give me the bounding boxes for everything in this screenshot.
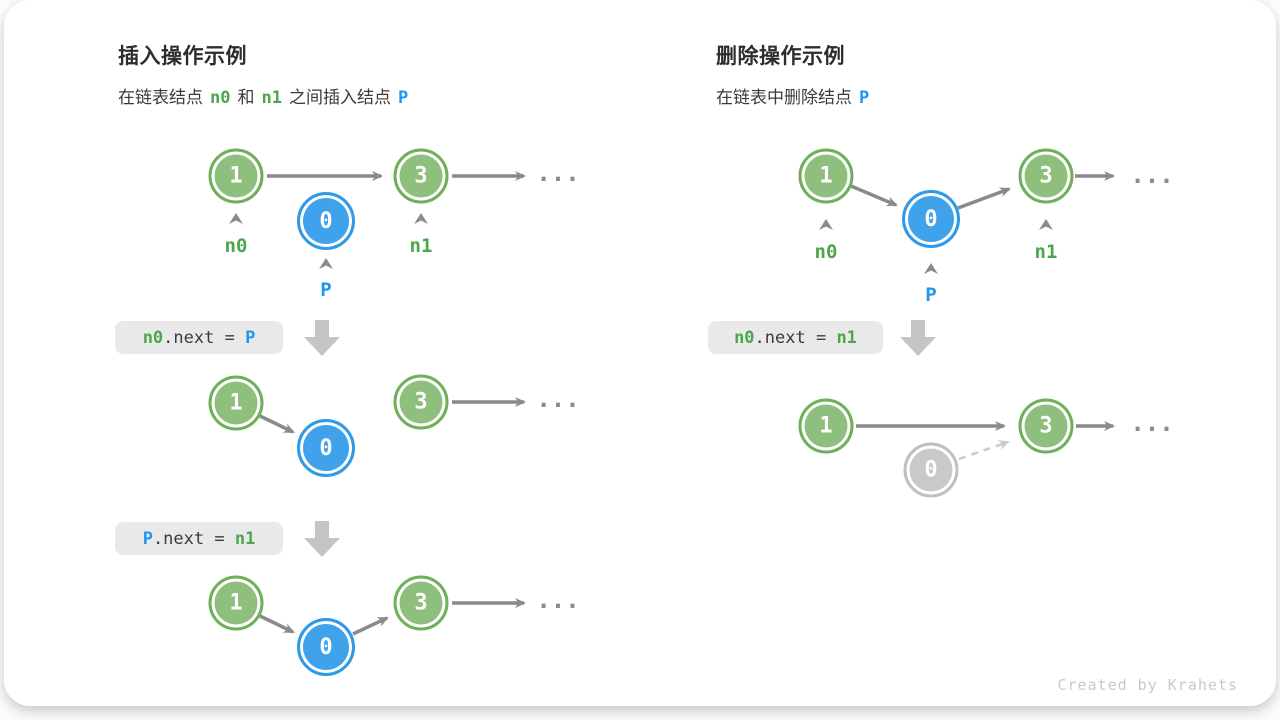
linked-list-node: 0 — [902, 190, 960, 248]
code-op: .next = — [754, 327, 837, 348]
linked-list-node: 3 — [393, 374, 449, 430]
insert-title: 插入操作示例 — [118, 45, 247, 68]
pointer-label-p: P — [925, 284, 937, 306]
pointer-label-p: P — [320, 279, 332, 301]
delete-title: 删除操作示例 — [716, 45, 845, 68]
pointer-label-n1: n1 — [409, 235, 433, 257]
code-token-n1: n1 — [261, 88, 282, 108]
linked-list-node: 3 — [393, 148, 449, 204]
ellipsis: ... — [536, 385, 580, 414]
ellipsis: ... — [1130, 161, 1174, 190]
code-var: n1 — [234, 528, 256, 549]
linked-list-node: 3 — [393, 575, 449, 631]
ellipsis: ... — [536, 159, 580, 188]
code-op: .next = — [152, 528, 235, 549]
linked-list-node: 1 — [208, 148, 264, 204]
code-label: n0.next = n1 — [708, 321, 883, 354]
code-var: P — [245, 327, 256, 348]
code-token-n0: n0 — [210, 88, 231, 108]
watermark: Created by Krahets — [1057, 676, 1238, 694]
delete-subtitle: 在链表中删除结点 P — [716, 83, 876, 108]
linked-list-node: 0 — [297, 192, 355, 250]
code-var: P — [142, 528, 153, 549]
code-var: n0 — [142, 327, 164, 348]
code-label: n0.next = P — [115, 321, 283, 354]
code-var: n1 — [836, 327, 857, 348]
ellipsis: ... — [536, 586, 580, 615]
subtitle-text: 和 — [237, 88, 255, 107]
code-label: P.next = n1 — [115, 522, 283, 555]
linked-list-node: 3 — [1018, 398, 1074, 454]
subtitle-text: 在链表结点 — [118, 88, 203, 107]
code-var: n0 — [734, 327, 755, 348]
ellipsis: ... — [1130, 409, 1174, 438]
linked-list-node: 1 — [208, 375, 264, 431]
linked-list-node: 3 — [1018, 148, 1074, 204]
pointer-label-n0: n0 — [814, 241, 838, 263]
code-op: .next = — [163, 327, 246, 348]
linked-list-node: 1 — [208, 575, 264, 631]
insert-subtitle: 在链表结点 n0 和 n1 之间插入结点 P — [118, 83, 415, 108]
pointer-label-n0: n0 — [224, 235, 248, 257]
subtitle-text: 在链表中删除结点 — [716, 88, 852, 107]
subtitle-text: 之间插入结点 — [288, 88, 391, 107]
code-token-p: P — [859, 88, 870, 108]
linked-list-node: 1 — [798, 148, 854, 204]
linked-list-node-removed: 0 — [903, 442, 959, 498]
linked-list-node: 0 — [297, 618, 355, 676]
linked-list-node: 0 — [297, 419, 355, 477]
pointer-label-n1: n1 — [1034, 241, 1058, 263]
linked-list-node: 1 — [798, 398, 854, 454]
code-token-p: P — [397, 88, 409, 108]
